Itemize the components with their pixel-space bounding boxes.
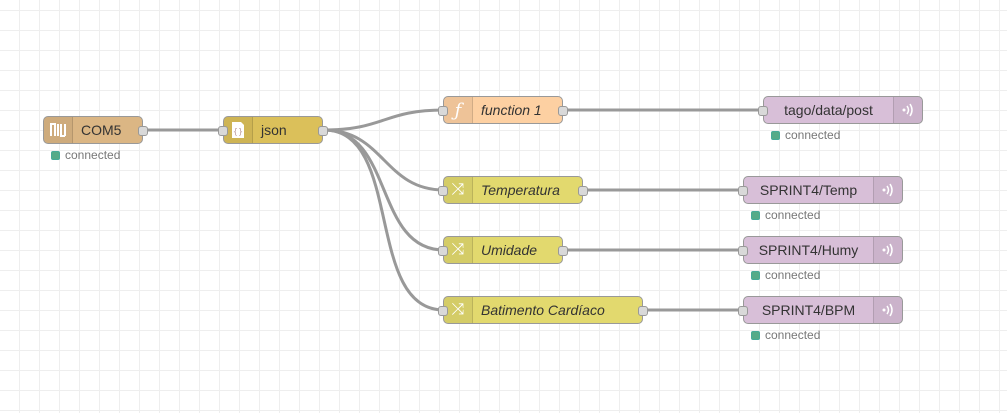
mqtt-wireless-icon [873,297,902,323]
node-temperatura-input-port[interactable] [438,186,448,196]
mqtt-wireless-icon [893,97,922,123]
wire-json-batimento[interactable] [323,128,445,312]
node-umidade[interactable]: ⤨ Umidade [438,236,568,264]
node-umidade-output-port[interactable] [558,246,568,256]
svg-text:{}: {} [233,127,243,136]
node-batimento[interactable]: ⤨ Batimento Cardíaco [438,296,648,324]
wire-json-function1[interactable] [323,108,445,132]
node-mqtt-humy-input-port[interactable] [738,246,748,256]
node-json-input-port[interactable] [218,126,228,136]
mqtt-wireless-icon [873,237,902,263]
wire-json-temperatura[interactable] [323,128,445,192]
status-dot-icon [751,270,760,280]
wire-json-umidade[interactable] [323,128,445,252]
mqtt-wireless-icon [873,177,902,203]
node-mqtt-bpm-label: SPRINT4/BPM [761,302,856,318]
node-mqtt-humy-label: SPRINT4/Humy [758,242,859,258]
node-mqtt-temp-input-port[interactable] [738,186,748,196]
node-mqtt-humy[interactable]: SPRINT4/Humy [738,236,903,264]
node-mqtt-humy-status-text: connected [765,268,821,282]
serial-port-icon [44,117,73,143]
node-mqtt-temp-label: SPRINT4/Temp [759,182,858,198]
node-json-label: json [261,122,287,138]
node-mqtt-tago-label: tago/data/post [784,102,873,118]
node-temperatura-output-port[interactable] [578,186,588,196]
node-mqtt-bpm-input-port[interactable] [738,306,748,316]
node-com5-output-port[interactable] [138,126,148,136]
node-temperatura-label: Temperatura [481,182,560,198]
node-mqtt-tago[interactable]: tago/data/post [758,96,923,124]
node-json[interactable]: {} json [218,116,328,144]
node-function1-input-port[interactable] [438,106,448,116]
node-com5-status: connected [51,148,120,162]
node-mqtt-tago-status: connected [771,128,840,142]
node-umidade-input-port[interactable] [438,246,448,256]
node-mqtt-tago-input-port[interactable] [758,106,768,116]
node-function1-label: function 1 [481,102,542,118]
status-dot-icon [51,150,60,160]
node-batimento-label: Batimento Cardíaco [481,302,605,318]
shuffle-icon: ⤨ [444,237,473,263]
function-icon: ƒ [444,97,473,123]
node-mqtt-bpm-status-text: connected [765,328,821,342]
node-com5-status-text: connected [65,148,121,162]
node-batimento-input-port[interactable] [438,306,448,316]
node-json-output-port[interactable] [318,126,328,136]
node-mqtt-bpm[interactable]: SPRINT4/BPM [738,296,903,324]
node-mqtt-temp-status: connected [751,208,820,222]
shuffle-icon: ⤨ [444,297,473,323]
node-batimento-output-port[interactable] [638,306,648,316]
status-dot-icon [771,130,780,140]
node-mqtt-temp[interactable]: SPRINT4/Temp [738,176,903,204]
node-mqtt-humy-status: connected [751,268,820,282]
shuffle-icon: ⤨ [444,177,473,203]
json-icon: {} [224,117,253,143]
node-com5[interactable]: COM5 [43,116,148,144]
node-com5-label: COM5 [81,122,122,138]
status-dot-icon [751,330,760,340]
status-dot-icon [751,210,760,220]
node-mqtt-bpm-status: connected [751,328,820,342]
node-umidade-label: Umidade [481,242,538,258]
node-mqtt-temp-status-text: connected [765,208,821,222]
node-temperatura[interactable]: ⤨ Temperatura [438,176,588,204]
node-function1-output-port[interactable] [558,106,568,116]
node-function1[interactable]: ƒ function 1 [438,96,568,124]
node-mqtt-tago-status-text: connected [785,128,841,142]
